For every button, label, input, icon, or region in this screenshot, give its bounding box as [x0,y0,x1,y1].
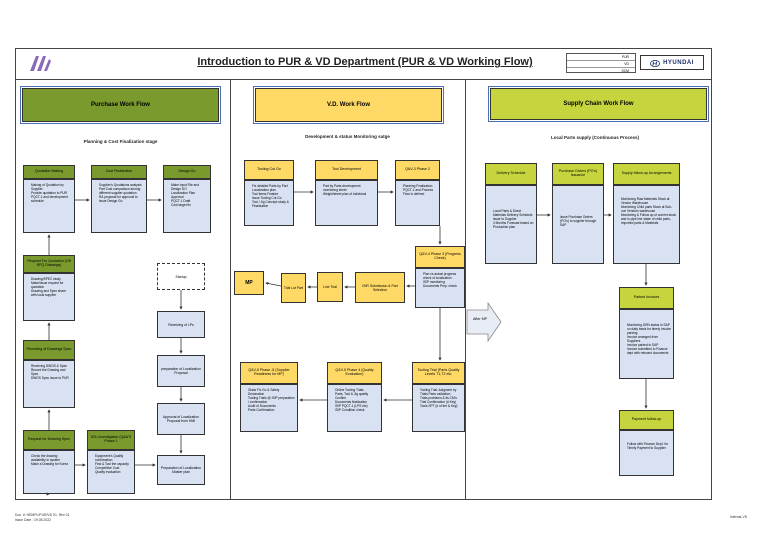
vd-stage-label: Development & status Monitoring satge [305,134,390,139]
brand-name: HYUNDAI [663,59,694,66]
startup-box: Startup [157,263,205,290]
delivery-schedule-header: Delivery Schedule [485,163,537,185]
request-drawing-header: Request for Drawing Spec [23,430,75,450]
qav-phase4-header: Q&V-5 Phase 4 (Quality Evaluation) [327,362,382,384]
purchase-workflow-banner: Purchase Work Flow [20,86,221,124]
approval-proposal-box: Approval of Localization Proposal from H… [157,403,205,435]
tool-development-header: Tool Development [315,160,378,180]
tooling-trial-body: Tooling Trial-Judgment byTrials Parts va… [412,384,465,432]
quotation-making-header: Quotation Making [23,165,75,179]
column-divider-1 [230,79,231,500]
ssl-investigation-header: SSL investigation (Q&A'S Phase 1 [87,430,135,450]
page-frame [15,48,712,500]
request-quotation-header: Request For Quotation (Off RFQ Drawings) [23,255,75,273]
tooling-cut-go-body: Fix detailed Parts by Part Localization … [244,180,294,226]
classification-label: Internal-VD [730,515,748,519]
after-mp-arrow [466,301,502,343]
hyundai-logo: HYUNDAI [640,55,704,70]
table-row: VD [567,61,635,68]
parked-invoices-header: Parked Invoices [619,287,674,309]
document-number: Doc. #: HEMPL/PUR/VD 01, Rev 01 [15,513,70,517]
revision-table: PUR VD SCM [566,53,636,73]
cost-finalization-header: Cost Finalization [91,165,147,179]
page-title: Introduction to PUR & VD Department (PUR… [197,56,533,68]
receiving-drawing-body: Receiving DWGS & SpecRecord the Drawing … [23,360,75,408]
line-trial-box: Line Trial [317,272,343,302]
qav-phase3-header: Q&V-4 Phase 3 (Progress Check) [415,246,465,268]
payment-follow-up-header: Payment follow-up [619,410,674,430]
parked-invoices-body: Monitoring GRN status in SAP on daily ba… [619,309,674,379]
mp-box: MP [234,271,264,295]
table-row: PUR [567,54,635,61]
header-separator [15,79,712,80]
quotation-making-body: Making of Quotation by SupplierProvide q… [23,179,75,233]
design-go-body: Make Input File and Design GOLocalizatio… [163,179,211,233]
supply-follow-up-body: Monitoring Raw Materials Stock at Vendor… [613,185,680,264]
qav-phase5-header: Q&V-5 Phase -5 (Supplier Readiness for M… [240,362,298,384]
qav-phase5-body: Glass Fix Go & Safety DeclarationTooling… [240,384,298,432]
qav-phase2-body: Planning FinalizationPQCT-1 and Process … [395,180,440,226]
receiving-drawing-header: Receiving of Drawings Spec [23,340,75,360]
purchase-orders-header: Purchase Orders (PO's) Issuance [552,163,604,185]
cost-finalization-body: Supplier's Quotations analysisPart Cost … [91,179,147,233]
scm-stage-label: Local Parts supply (Continuous Process) [550,135,640,140]
column-divider-2 [465,79,466,500]
scm-workflow-banner: Supply Chain Work Flow [488,86,709,122]
trial-lot-part-box: Trial Lot Part [281,273,306,303]
request-drawing-body: Check the drawing availability in system… [23,450,75,494]
vd-workflow-banner: V.D. Work Flow [253,86,444,124]
purchase-orders-body: Issue Purchase Orders (PO's) to supplier… [552,185,604,264]
hyundai-h-icon [650,54,661,72]
qav-phase3-body: Plan vs actual progress check of localiz… [415,268,465,308]
tool-development-body: Part by Parts development monitoring she… [315,180,378,226]
tooling-cut-go-header: Tooling Cut Go [244,160,294,180]
delivery-schedule-body: Local Parts & Direct Materials Delivery … [485,185,537,264]
localization-proposal-box: preparation of Localization Proposal [157,355,205,387]
design-go-header: Design Go [163,165,211,179]
after-mp-label: After MP [473,317,487,321]
table-row: SCM [621,69,629,73]
ssl-investigation-body: Equipment's Quality confirmationFind & T… [87,450,135,494]
supply-follow-up-header: Supply follow-up Arrangements [613,163,680,185]
payment-follow-up-body: Follow with Finance Dept. for Timely Pay… [619,430,674,476]
company-logo-icon [27,53,53,73]
localization-master-plan-box: Preparation of Localization Master plan [157,455,205,485]
request-quotation-body: Drawing/SPEC studyMake/Issue request for… [23,273,75,321]
isir-submission-box: ISIR Submission & Part Selection [355,272,405,303]
tooling-trial-header: Tooling Trial (Parts Quality Levels T1,T… [412,362,465,384]
issue-date: Issue Date : 19.08.2022 [15,518,52,522]
receiving-lps-box: Receiving of LPs [157,311,205,338]
qav-phase2-header: Q&V-3 Phase 2 [395,160,440,180]
purchase-stage-label: Planning & Cost Finalization stage [83,139,158,144]
